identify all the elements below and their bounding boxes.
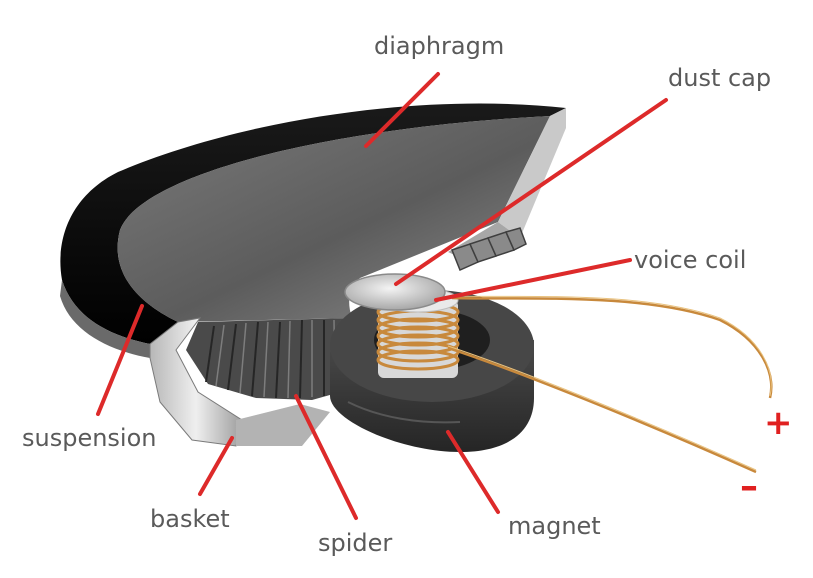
label-spider: spider	[318, 529, 392, 557]
label-diaphragm: diaphragm	[374, 32, 504, 60]
lead-wire-positive-highlight	[451, 295, 772, 397]
leader-basket	[198, 436, 234, 496]
cone-cut-wall	[498, 108, 566, 238]
label-magnet: magnet	[508, 512, 601, 540]
lead-wire-negative	[447, 346, 757, 474]
leader-diaphragm	[364, 72, 440, 148]
label-voice-coil: voice coil	[634, 246, 746, 274]
terminal-signs: + –	[740, 403, 793, 507]
leader-magnet	[446, 430, 500, 514]
lead-wire-negative-highlight	[447, 345, 757, 471]
dust-cap	[344, 273, 446, 311]
leader-spider	[294, 394, 358, 520]
leader-voice-coil	[434, 258, 632, 302]
speaker-illustration	[60, 103, 773, 474]
diaphragm-cone	[117, 116, 550, 322]
leader-dust-cap	[394, 98, 668, 286]
terminal-negative-sign: –	[740, 466, 758, 507]
label-dust-cap: dust cap	[668, 64, 771, 92]
suspension-rim	[60, 103, 566, 344]
leader-lines	[96, 72, 668, 520]
magnet-front-seam	[347, 401, 461, 424]
leader-suspension	[96, 304, 144, 416]
label-suspension: suspension	[22, 424, 157, 452]
part-labels: diaphragm dust cap voice coil suspension…	[22, 32, 771, 557]
label-basket: basket	[150, 505, 230, 533]
lead-wire-positive	[451, 296, 773, 399]
terminal-positive-sign: +	[764, 403, 793, 443]
spider-pleats-rear	[451, 227, 527, 272]
